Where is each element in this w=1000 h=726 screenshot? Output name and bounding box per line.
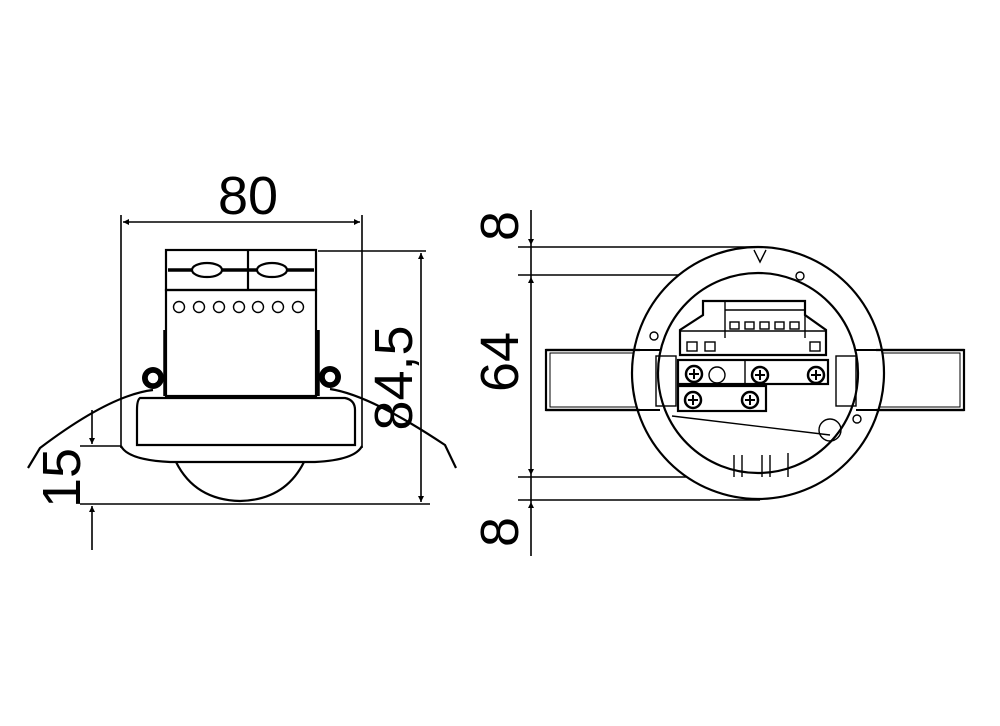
top-margin-label: 8 [470, 211, 530, 241]
terminal-slots-top [729, 321, 800, 330]
pivot-hole-right [323, 370, 337, 384]
ring-tab-top [795, 271, 805, 281]
width-label: 80 [218, 166, 278, 226]
ring-tab-right [852, 414, 862, 424]
screw-plate-bottom [676, 384, 768, 413]
alignment-notch [753, 249, 767, 264]
terminal-housing [678, 299, 828, 357]
pivot-hole-left [146, 371, 160, 385]
bottom-margin-label: 8 [470, 517, 530, 547]
ring-tab-left [649, 331, 659, 341]
spring-clip-left [27, 388, 154, 469]
height-label: 84,5 [364, 325, 424, 430]
terminal-slots-side [686, 341, 821, 352]
flange [135, 396, 357, 447]
arm-clamp-left [655, 355, 677, 407]
terminal-screw-right [255, 261, 289, 279]
spring-clip-right [329, 387, 457, 469]
inner-edge-line [671, 415, 831, 436]
diameter-label: 64 [470, 332, 530, 392]
sensor-dome [175, 461, 305, 503]
top-view: 8 64 8 [470, 210, 966, 556]
bottom-connector [733, 453, 789, 477]
screw-plate-top [676, 358, 830, 386]
terminal-screw-left [190, 261, 224, 279]
terminal-screws [683, 364, 826, 410]
dome-height-label: 15 [32, 448, 92, 508]
side-view: 80 84,5 [27, 166, 457, 550]
vent-holes [172, 300, 305, 314]
sensor-hole [818, 418, 842, 442]
arm-clamp-right [835, 355, 857, 407]
sensor-body [164, 288, 318, 398]
cover-ring [120, 445, 363, 464]
